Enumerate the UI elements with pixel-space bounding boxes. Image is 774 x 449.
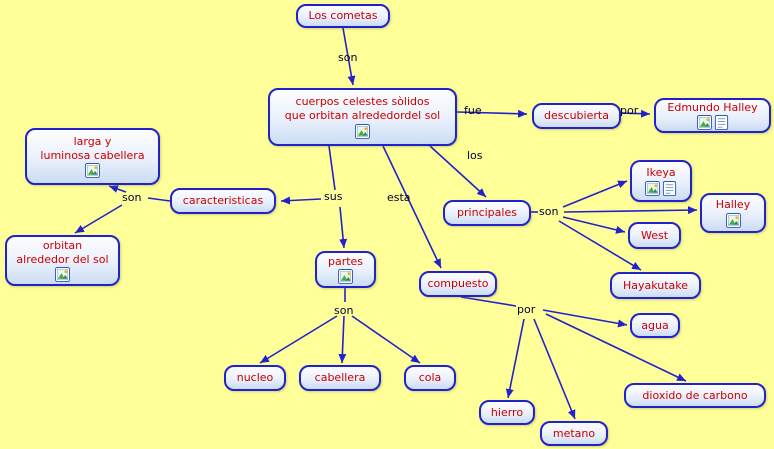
concept-node-edmundo-halley[interactable]: Edmundo Halley [654, 98, 771, 133]
concept-node-ikeya[interactable]: Ikeya [630, 160, 692, 202]
image-resource-icon[interactable] [55, 267, 70, 282]
resource-icons [726, 213, 741, 228]
image-resource-icon[interactable] [645, 181, 660, 196]
node-label: larga y luminosa cabellera [40, 134, 145, 162]
resource-icons [645, 181, 677, 196]
concept-node-nucleo[interactable]: nucleo [224, 365, 286, 391]
node-label: principales [457, 206, 517, 220]
node-label: Edmundo Halley [667, 100, 758, 114]
node-label: partes [327, 254, 364, 268]
concept-node-hierro[interactable]: hierro [479, 400, 535, 425]
connector-line [147, 197, 171, 202]
concept-node-metano[interactable]: metano [540, 421, 608, 446]
connector-line [259, 315, 338, 364]
node-label: agua [641, 318, 669, 332]
concept-node-cabellera[interactable]: cabellera [299, 365, 381, 391]
connector-line [339, 206, 348, 249]
resource-icons [697, 115, 729, 130]
concept-node-compuesto[interactable]: compuesto [419, 271, 497, 297]
node-label: Halley [715, 198, 751, 212]
node-label: orbitan alrededor del sol [16, 238, 109, 266]
link-label-son-top[interactable]: son [338, 51, 358, 64]
concept-node-agua[interactable]: agua [630, 313, 680, 338]
concept-node-hayakutake[interactable]: Hayakutake [610, 272, 701, 299]
link-label-fue[interactable]: fue [464, 104, 482, 117]
document-resource-icon[interactable] [714, 115, 729, 130]
connectors [74, 27, 698, 420]
connector-line [351, 315, 421, 364]
link-label-por-halley[interactable]: por [620, 104, 639, 117]
connector-line [505, 318, 525, 399]
concept-node-principales[interactable]: principales [443, 200, 531, 226]
concept-node-cola[interactable]: cola [404, 365, 456, 391]
connector-line [338, 315, 347, 364]
connector-line [328, 145, 336, 191]
concept-node-caracteristicas[interactable]: caracteristicas [170, 188, 276, 214]
image-resource-icon[interactable] [85, 163, 100, 178]
concept-node-los-cometas[interactable]: Los cometas [296, 4, 390, 28]
node-label: compuesto [427, 277, 489, 291]
node-label: caracteristicas [182, 194, 264, 208]
concept-node-orbitan-alrededor-del-sol[interactable]: orbitan alrededor del sol [5, 235, 120, 286]
node-label: Ikeya [646, 166, 676, 180]
connector-line [74, 204, 123, 234]
concept-node-dioxido-de-carbono[interactable]: dioxido de carbono [624, 383, 766, 408]
concept-node-partes[interactable]: partes [315, 251, 376, 288]
concept-node-descubierta[interactable]: descubierta [532, 103, 621, 129]
link-label-esta[interactable]: esta [387, 191, 411, 204]
node-label: cola [418, 371, 442, 385]
resource-icons [355, 124, 370, 139]
resource-icons [55, 267, 70, 282]
connector-line [382, 145, 442, 269]
node-label: Los cometas [308, 9, 378, 23]
node-label: descubierta [544, 109, 609, 123]
link-label-son-principales[interactable]: son [539, 205, 559, 218]
link-label-por-compuesto[interactable]: por [517, 303, 536, 316]
link-label-sus[interactable]: sus [324, 190, 343, 203]
image-resource-icon[interactable] [355, 124, 370, 139]
concept-node-west[interactable]: West [628, 222, 681, 249]
concept-node-cuerpos-celestes[interactable]: cuerpos celestes sòlidos que orbitan alr… [268, 88, 457, 146]
document-resource-icon[interactable] [662, 181, 677, 196]
connector-line [533, 318, 576, 420]
connector-line [562, 216, 626, 234]
node-label: nucleo [236, 371, 274, 385]
link-label-son-caracteristicas[interactable]: son [122, 191, 142, 204]
node-label: cabellera [314, 371, 366, 385]
resource-icons [85, 163, 100, 178]
node-label: dioxido de carbono [642, 388, 748, 402]
image-resource-icon[interactable] [697, 115, 712, 130]
link-label-los[interactable]: los [467, 149, 483, 162]
node-label: West [640, 228, 669, 242]
connector-line [562, 180, 628, 208]
node-label: hierro [490, 405, 524, 419]
resource-icons [338, 269, 353, 284]
image-resource-icon[interactable] [338, 269, 353, 284]
connector-line [542, 309, 628, 328]
node-label: cuerpos celestes sòlidos que orbitan alr… [284, 95, 441, 122]
connector-line [460, 296, 517, 307]
image-resource-icon[interactable] [726, 213, 741, 228]
connector-line [563, 206, 698, 215]
concept-node-larga-luminosa-cabellera[interactable]: larga y luminosa cabellera [25, 128, 160, 185]
concept-node-halley[interactable]: Halley [700, 193, 766, 233]
link-label-son-partes[interactable]: son [334, 304, 354, 317]
node-label: metano [552, 426, 596, 440]
connector-line [280, 196, 322, 205]
node-label: Hayakutake [622, 278, 689, 292]
